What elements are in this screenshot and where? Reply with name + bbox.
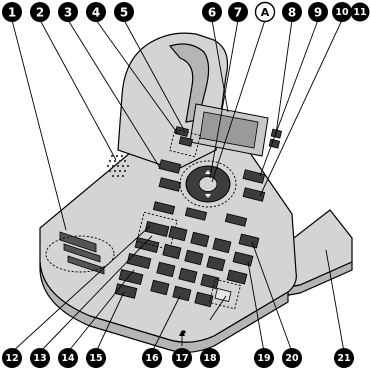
callout-8: 8 — [282, 2, 302, 22]
callout-1: 1 — [2, 2, 22, 22]
svg-text:7: 7 — [234, 6, 242, 20]
svg-text:8: 8 — [288, 6, 296, 20]
svg-text:2: 2 — [36, 6, 44, 20]
callout-17: 17 — [172, 348, 192, 368]
callout-9: 9 — [308, 2, 328, 22]
svg-text:4: 4 — [92, 6, 100, 20]
callout-6: 6 — [202, 2, 222, 22]
callout-20: 20 — [282, 348, 302, 368]
callout-13: 13 — [30, 348, 50, 368]
callout-19: 19 — [254, 348, 274, 368]
svg-text:12: 12 — [5, 353, 18, 364]
phone-body — [40, 33, 352, 352]
svg-text:11: 11 — [353, 7, 366, 18]
svg-text:6: 6 — [208, 6, 216, 20]
svg-text:1: 1 — [8, 6, 16, 20]
svg-text:13: 13 — [33, 353, 46, 364]
svg-text:16: 16 — [145, 353, 159, 364]
callouts-bottom: 12 13 14 15 16 17 18 19 — [2, 348, 354, 368]
callout-16: 16 — [142, 348, 162, 368]
handset-cradle — [118, 33, 228, 170]
callout-2: 2 — [30, 2, 50, 22]
callout-15: 15 — [86, 348, 106, 368]
callout-21: 21 — [334, 348, 354, 368]
svg-text:14: 14 — [61, 353, 75, 364]
callout-4: 4 — [86, 2, 106, 22]
callout-3: 3 — [58, 2, 78, 22]
svg-text:15: 15 — [89, 353, 102, 364]
svg-text:20: 20 — [285, 353, 299, 364]
callout-5: 5 — [114, 2, 134, 22]
svg-text:19: 19 — [257, 353, 270, 364]
callout-7: 7 — [228, 2, 248, 22]
svg-text:10: 10 — [335, 7, 349, 18]
callout-10: 10 — [332, 2, 352, 22]
svg-text:A: A — [261, 6, 270, 19]
svg-text:5: 5 — [120, 6, 128, 20]
callouts-top: 1 2 3 4 5 6 7 A — [2, 2, 370, 22]
svg-text:17: 17 — [175, 353, 188, 364]
svg-text:18: 18 — [203, 353, 217, 364]
callout-12: 12 — [2, 348, 22, 368]
svg-text:21: 21 — [337, 353, 350, 364]
svg-text:9: 9 — [314, 6, 322, 20]
svg-text:3: 3 — [64, 6, 72, 20]
callout-14: 14 — [58, 348, 78, 368]
callout-A: A — [256, 3, 275, 22]
callout-11: 11 — [351, 3, 370, 22]
callout-18: 18 — [200, 348, 220, 368]
